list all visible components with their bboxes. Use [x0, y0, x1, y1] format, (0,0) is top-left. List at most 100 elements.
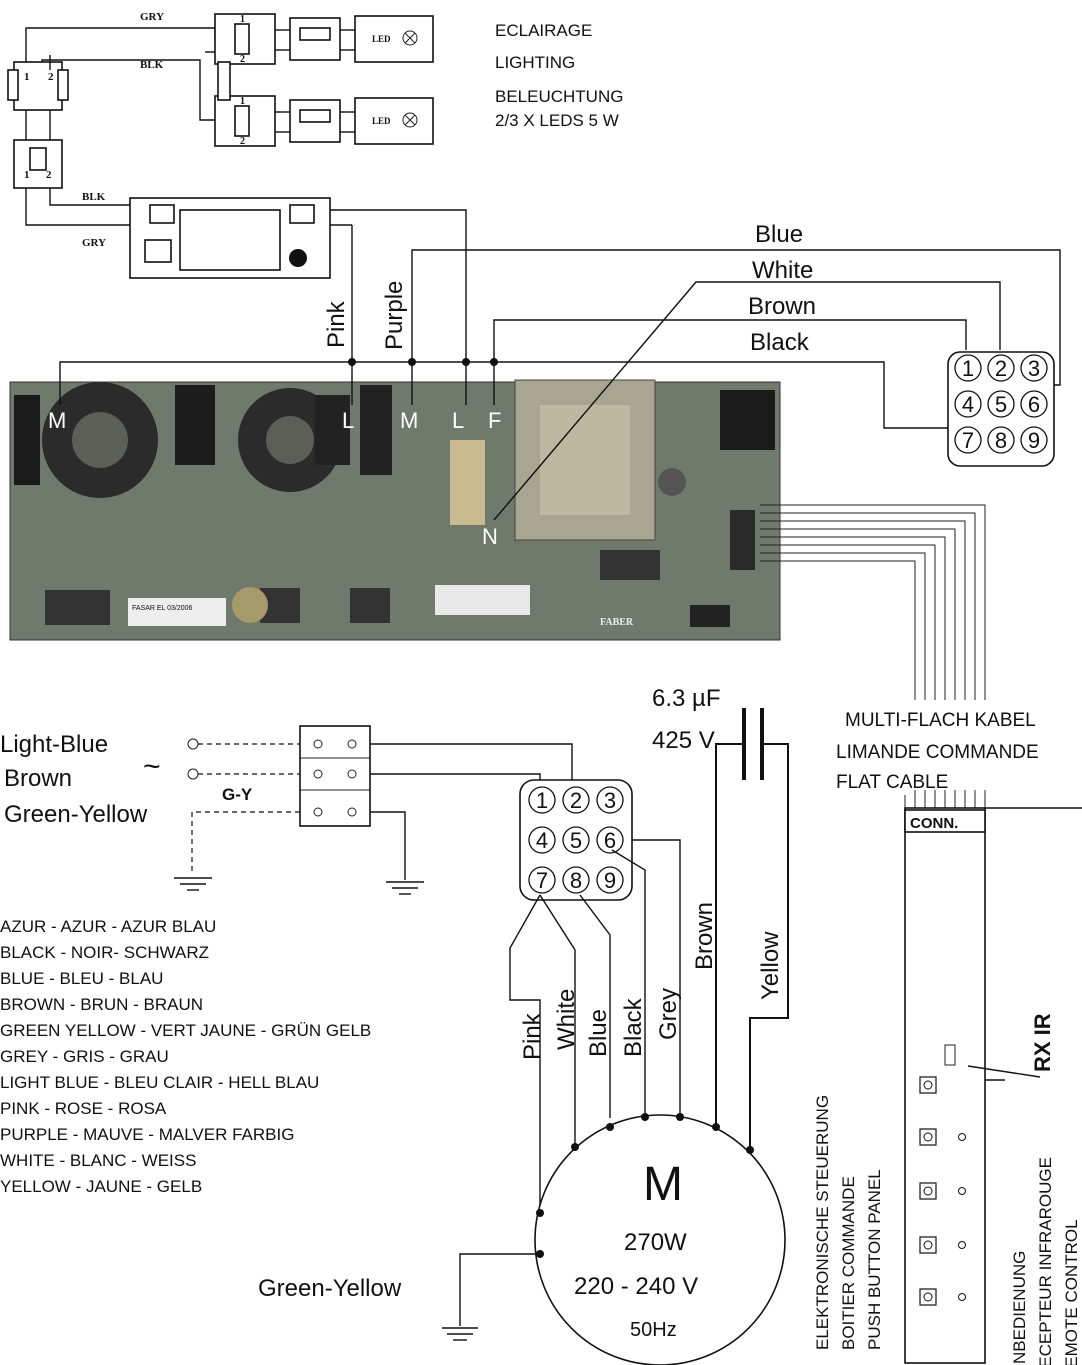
supply-section: Light-Blue Brown Green-Yellow ~ G-Y	[0, 725, 573, 895]
legend-entry: GREEN YELLOW - VERT JAUNE - GRÜN GELB	[0, 1021, 371, 1040]
pin-label: 1	[24, 71, 30, 83]
pin-circle	[987, 426, 1015, 454]
motor-wire-white: White	[553, 989, 580, 1050]
svg-text:1: 1	[240, 96, 245, 107]
pin-circle	[1020, 390, 1048, 418]
flat-cable-wire	[760, 552, 926, 700]
led-label: LED	[372, 116, 391, 126]
pin-label: 2	[46, 169, 52, 181]
pin-circle	[528, 826, 556, 854]
legend-entry: PINK - ROSE - ROSA	[0, 1099, 167, 1118]
pin-number: 3	[604, 788, 616, 813]
motor-voltage: 220 - 240 V	[574, 1273, 698, 1300]
pin-number: 4	[962, 392, 974, 417]
control-panel: CONN. RX IR ELEKTRONISCHE STEUERUNG BOIT…	[813, 807, 1082, 1365]
top-wiring: Blue White Brown Black Pink Purple	[59, 209, 1061, 521]
wire-label-gry2: GRY	[82, 237, 106, 249]
board-label: FASAR EL 03/2006	[132, 605, 193, 612]
pin-circle	[562, 826, 590, 854]
terminal-l2: L	[452, 408, 464, 433]
legend-entry: WHITE - BLANC - WEISS	[0, 1151, 196, 1170]
left-connector	[13, 61, 63, 111]
pin-circle	[987, 354, 1015, 382]
panel-button-icon	[919, 1182, 937, 1200]
flat-cable-wire	[760, 520, 966, 700]
motor-wire-brown: Brown	[691, 902, 718, 970]
ac-symbol: ~	[143, 750, 161, 783]
led-indicator-icon	[958, 1187, 966, 1195]
pin-number: 4	[536, 828, 548, 853]
pin-circle	[954, 354, 982, 382]
terminal-f: F	[488, 408, 501, 433]
capacitor-voltage: 425 V	[652, 727, 715, 754]
pin-number: 6	[1028, 392, 1040, 417]
panel-line-en: PUSH BUTTON PANEL	[865, 1169, 884, 1350]
remote-line-fr: RECEPTEUR INFRAROUGE	[1036, 1157, 1055, 1365]
terminal-block	[299, 725, 371, 827]
flat-cable-wire	[760, 528, 956, 700]
pin-circle	[528, 786, 556, 814]
svg-text:1: 1	[240, 14, 245, 25]
terminal-l1: L	[342, 408, 354, 433]
wire-label-blk2: BLK	[82, 191, 106, 203]
panel-line-fr: BOITIER COMMANDE	[839, 1176, 858, 1350]
motor-wire-pink: Pink	[519, 1012, 546, 1060]
panel-button-icon	[919, 1076, 937, 1094]
ground-icon	[386, 881, 424, 895]
gy-label: G-Y	[222, 785, 253, 804]
wire-label-gry: GRY	[140, 11, 164, 23]
wire-label-blue: Blue	[755, 221, 803, 248]
pin-circle	[596, 786, 624, 814]
wire-label-blk: BLK	[140, 59, 164, 71]
pin-number: 5	[995, 392, 1007, 417]
lighting-title-en: LIGHTING	[495, 53, 575, 72]
supply-brown: Brown	[4, 765, 72, 792]
pin-circle	[987, 390, 1015, 418]
wire-label-pink: Pink	[323, 300, 350, 348]
legend-entry: BLUE - BLEU - BLAU	[0, 969, 163, 988]
pin-number: 2	[570, 788, 582, 813]
panel-button-icon	[919, 1236, 937, 1254]
motor-symbol: M	[643, 1158, 683, 1211]
pin-number: 7	[536, 868, 548, 893]
legend-entry: LIGHT BLUE - BLEU CLAIR - HELL BLAU	[0, 1073, 319, 1092]
motor-wire-yellow: Yellow	[757, 931, 784, 1000]
led-indicator-icon	[958, 1241, 966, 1249]
motor-wires: Pink White Blue Black Grey Brown Yellow	[509, 839, 784, 1213]
legend-entry: AZUR - AZUR - AZUR BLAU	[0, 917, 216, 936]
ground-icon	[174, 877, 212, 891]
rx-ir-label: RX IR	[1030, 1013, 1055, 1072]
svg-text:2: 2	[240, 54, 245, 65]
flat-cable-en: FLAT CABLE	[836, 772, 948, 793]
led-connector-1: 1 2 LED	[214, 13, 434, 65]
led-driver	[129, 197, 331, 279]
motor-wire-grey: Grey	[655, 988, 682, 1040]
motor-freq: 50Hz	[630, 1319, 677, 1341]
motor-wire-green-yellow: Green-Yellow	[258, 1275, 402, 1302]
flat-cable-wire	[760, 536, 946, 700]
wire-label-black: Black	[750, 329, 810, 356]
pin-circle	[562, 866, 590, 894]
legend-entry: PURPLE - MAUVE - MALVER FARBIG	[0, 1125, 294, 1144]
lighting-spec: 2/3 X LEDS 5 W	[495, 111, 619, 130]
terminal-m2: M	[400, 408, 418, 433]
legend-entry: BROWN - BRUN - BRAUN	[0, 995, 203, 1014]
wire-label-purple: Purple	[381, 281, 408, 350]
capacitor-value: 6.3 µF	[652, 685, 721, 712]
panel-button-icon	[919, 1128, 937, 1146]
pin-circle	[954, 426, 982, 454]
panel-button-icon	[919, 1288, 937, 1306]
pin-number: 3	[1028, 356, 1040, 381]
motor-power: 270W	[624, 1229, 687, 1256]
pin-number: 5	[570, 828, 582, 853]
pin-circle	[1020, 426, 1048, 454]
motor-wire-black: Black	[620, 997, 647, 1057]
legend-entry: GREY - GRIS - GRAU	[0, 1047, 169, 1066]
pin-number: 9	[1028, 428, 1040, 453]
pin-number: 1	[536, 788, 548, 813]
led-label: LED	[372, 34, 391, 44]
svg-text:2: 2	[240, 136, 245, 147]
remote-line-en: REMOTE CONTROL	[1062, 1219, 1081, 1365]
